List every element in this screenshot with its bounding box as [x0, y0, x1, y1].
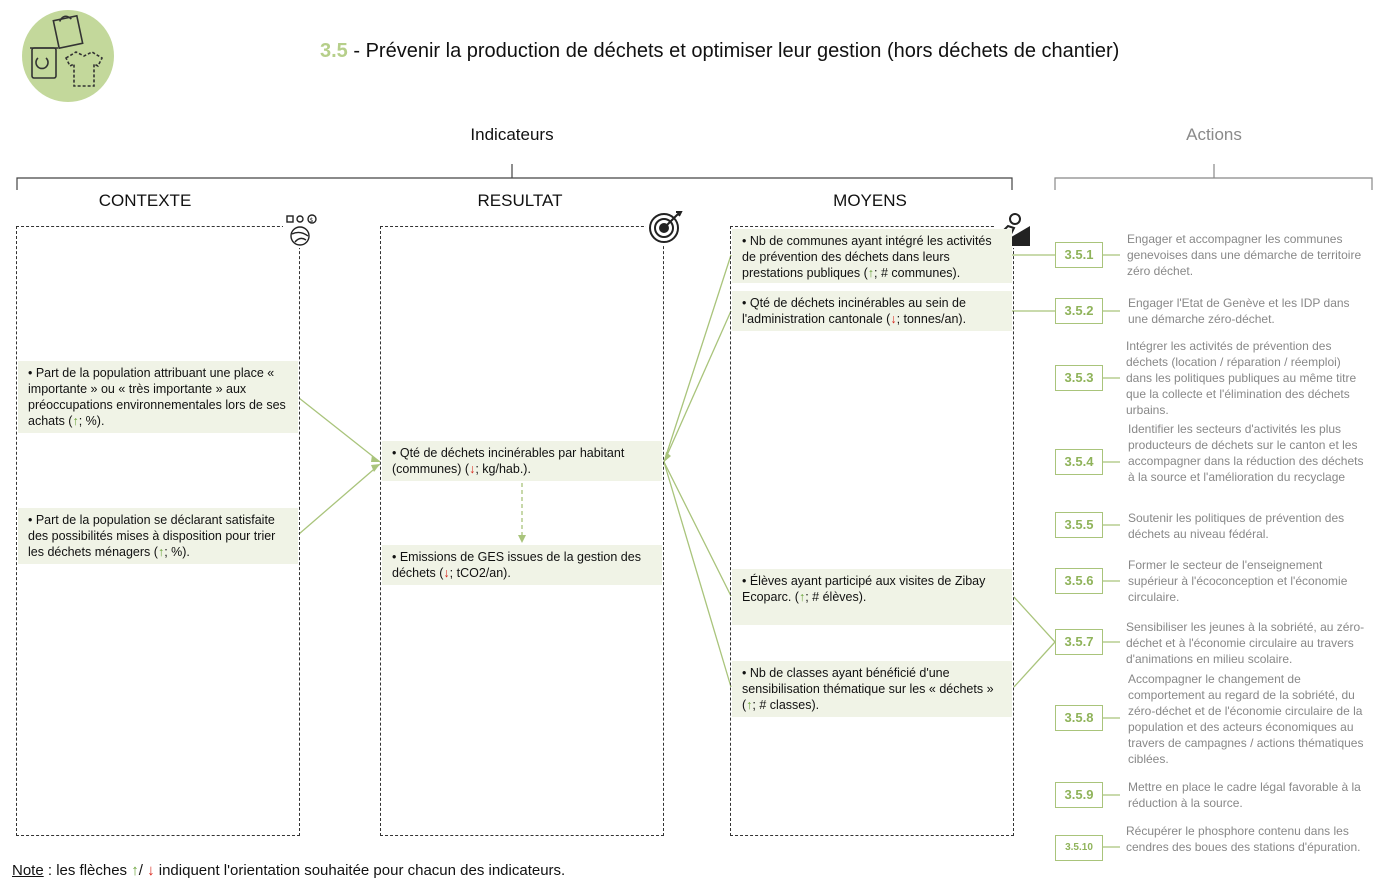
action-id-3-5-1: 3.5.1: [1055, 242, 1103, 268]
down-arrow-icon: ↓: [469, 462, 476, 476]
footnote: Note : les flèches ↑/ ↓ indiquent l'orie…: [12, 862, 566, 879]
action-id-3-5-2: 3.5.2: [1055, 298, 1103, 324]
down-arrow-icon: ↓: [443, 566, 450, 580]
indicator-resultat-1: • Qté de déchets incinérables par habita…: [382, 441, 662, 481]
indicator-contexte-1: • Part de la population attribuant une p…: [18, 361, 298, 433]
action-id-3-5-5: 3.5.5: [1055, 512, 1103, 538]
action-id-3-5-4: 3.5.4: [1055, 449, 1103, 475]
page-title: 3.5 - Prévenir la production de déchets …: [320, 40, 1119, 63]
actions-header: Actions: [1186, 125, 1242, 144]
action-text-3-5-2: Engager l'Etat de Genève et les IDP dans…: [1128, 296, 1350, 326]
waste-recycling-logo-icon: [22, 10, 114, 102]
contexte-title: CONTEXTE: [98, 191, 192, 210]
action-text-3-5-1: Engager et accompagner les communes gene…: [1127, 232, 1362, 278]
action-text-3-5-7: Sensibiliser les jeunes à la sobriété, a…: [1126, 620, 1365, 666]
up-arrow-icon: ↑: [131, 862, 139, 879]
resultat-title: RESULTAT: [477, 191, 563, 210]
up-arrow-icon: ↑: [746, 698, 753, 712]
action-text-3-5-10: Récupérer le phosphore contenu dans les …: [1126, 824, 1361, 854]
action-text-3-5-6: Former le secteur de l'enseignement supé…: [1128, 558, 1348, 604]
indicator-contexte-2: • Part de la population se déclarant sat…: [18, 508, 298, 564]
moyens-title: MOYENS: [833, 191, 907, 210]
contexte-box: [16, 226, 300, 836]
action-text-3-5-9: Mettre en place le cadre légal favorable…: [1128, 780, 1361, 810]
moyens-box: [730, 226, 1014, 836]
action-text-3-5-4: Identifier les secteurs d'activités les …: [1128, 422, 1364, 484]
indicator-moyens-1: • Nb de communes ayant intégré les activ…: [732, 229, 1012, 283]
indicator-moyens-4: • Nb de classes ayant bénéficié d'une se…: [732, 661, 1012, 717]
action-id-3-5-6: 3.5.6: [1055, 568, 1103, 594]
up-arrow-icon: ↑: [72, 414, 79, 428]
down-arrow-icon: ↓: [147, 862, 155, 879]
section-number: 3.5: [320, 40, 348, 62]
svg-text:$: $: [310, 217, 314, 224]
section-title: - Prévenir la production de déchets et o…: [353, 40, 1120, 62]
action-id-3-5-7: 3.5.7: [1055, 629, 1103, 655]
indicator-resultat-2: • Emissions de GES issues de la gestion …: [382, 545, 662, 585]
indicator-moyens-3: • Élèves ayant participé aux visites de …: [732, 569, 1012, 625]
action-id-3-5-8: 3.5.8: [1055, 705, 1103, 731]
up-arrow-icon: ↑: [157, 545, 165, 559]
action-text-3-5-8: Accompagner le changement de comportemen…: [1128, 672, 1364, 766]
resultat-box: [380, 226, 664, 836]
action-id-3-5-9: 3.5.9: [1055, 782, 1103, 808]
note-label: Note: [12, 862, 44, 879]
action-text-3-5-3: Intégrer les activités de prévention des…: [1126, 339, 1357, 417]
action-id-3-5-3: 3.5.3: [1055, 365, 1103, 391]
up-arrow-icon: ↑: [798, 590, 806, 604]
target-icon: [646, 208, 684, 246]
indicator-moyens-2: • Qté de déchets incinérables au sein de…: [732, 291, 1012, 331]
action-id-3-5-10: 3.5.10: [1055, 835, 1103, 861]
down-arrow-icon: ↓: [890, 312, 897, 326]
indicateurs-header: Indicateurs: [470, 125, 554, 144]
up-arrow-icon: ↑: [867, 266, 875, 280]
people-globe-icon: $: [283, 212, 319, 248]
action-text-3-5-5: Soutenir les politiques de prévention de…: [1128, 511, 1345, 541]
